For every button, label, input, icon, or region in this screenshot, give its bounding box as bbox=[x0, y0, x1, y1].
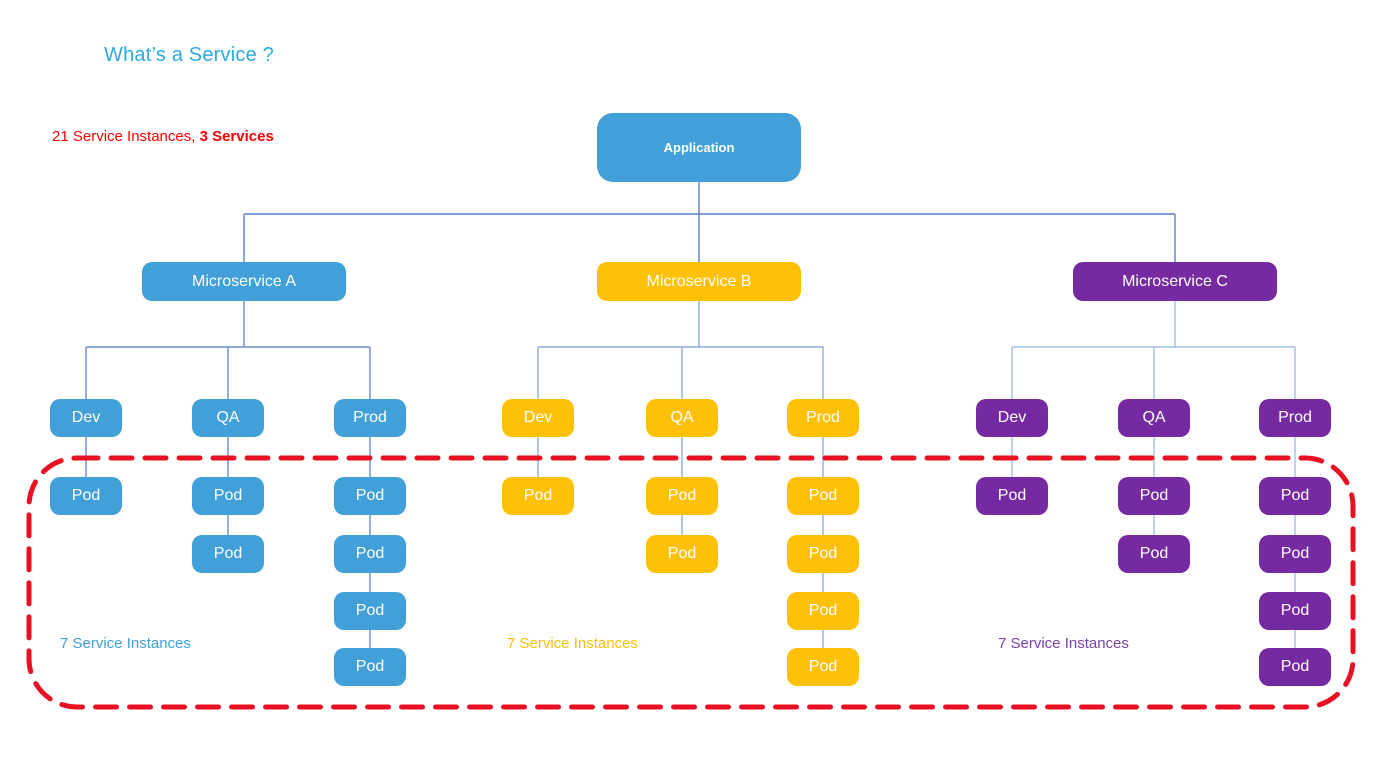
node-env-qa-microservice-b: QA bbox=[646, 399, 718, 437]
node-env-dev-microservice-c: Dev bbox=[976, 399, 1048, 437]
instances-note-microservice-c: 7 Service Instances bbox=[998, 635, 1129, 652]
node-application: Application bbox=[597, 113, 801, 182]
node-env-prod-microservice-b: Prod bbox=[787, 399, 859, 437]
pod-node-microservice-a-prod-2: Pod bbox=[334, 535, 406, 573]
node-env-dev-microservice-a: Dev bbox=[50, 399, 122, 437]
node-microservice-a: Microservice A bbox=[142, 262, 346, 301]
pod-node-microservice-c-prod-4: Pod bbox=[1259, 648, 1331, 686]
pod-node-microservice-c-prod-2: Pod bbox=[1259, 535, 1331, 573]
pod-node-microservice-b-qa-1: Pod bbox=[646, 477, 718, 515]
instances-note-microservice-a: 7 Service Instances bbox=[60, 635, 191, 652]
pod-node-microservice-b-qa-2: Pod bbox=[646, 535, 718, 573]
pod-node-microservice-a-prod-4: Pod bbox=[334, 648, 406, 686]
instances-note-microservice-b: 7 Service Instances bbox=[507, 635, 638, 652]
pod-node-microservice-c-prod-1: Pod bbox=[1259, 477, 1331, 515]
pod-node-microservice-a-qa-1: Pod bbox=[192, 477, 264, 515]
pod-node-microservice-c-qa-1: Pod bbox=[1118, 477, 1190, 515]
pod-node-microservice-c-prod-3: Pod bbox=[1259, 592, 1331, 630]
node-microservice-b: Microservice B bbox=[597, 262, 801, 301]
pod-node-microservice-b-prod-2: Pod bbox=[787, 535, 859, 573]
pod-node-microservice-a-dev-1: Pod bbox=[50, 477, 122, 515]
pod-node-microservice-a-qa-2: Pod bbox=[192, 535, 264, 573]
pod-node-microservice-c-dev-1: Pod bbox=[976, 477, 1048, 515]
node-env-qa-microservice-a: QA bbox=[192, 399, 264, 437]
pod-node-microservice-b-prod-1: Pod bbox=[787, 477, 859, 515]
pod-node-microservice-a-prod-3: Pod bbox=[334, 592, 406, 630]
pods-boundary-dashed-outline bbox=[26, 455, 1356, 710]
node-env-prod-microservice-c: Prod bbox=[1259, 399, 1331, 437]
page-title: What’s a Service ? bbox=[104, 44, 274, 66]
node-env-dev-microservice-b: Dev bbox=[502, 399, 574, 437]
instance-summary-prefix: 21 Service Instances, bbox=[52, 128, 200, 145]
pod-node-microservice-a-prod-1: Pod bbox=[334, 477, 406, 515]
pod-node-microservice-b-prod-4: Pod bbox=[787, 648, 859, 686]
pod-node-microservice-c-qa-2: Pod bbox=[1118, 535, 1190, 573]
node-env-prod-microservice-a: Prod bbox=[334, 399, 406, 437]
pod-node-microservice-b-prod-3: Pod bbox=[787, 592, 859, 630]
node-env-qa-microservice-c: QA bbox=[1118, 399, 1190, 437]
pod-node-microservice-b-dev-1: Pod bbox=[502, 477, 574, 515]
node-microservice-c: Microservice C bbox=[1073, 262, 1277, 301]
instance-summary: 21 Service Instances, 3 Services bbox=[52, 128, 274, 145]
instance-summary-bold: 3 Services bbox=[199, 128, 274, 145]
